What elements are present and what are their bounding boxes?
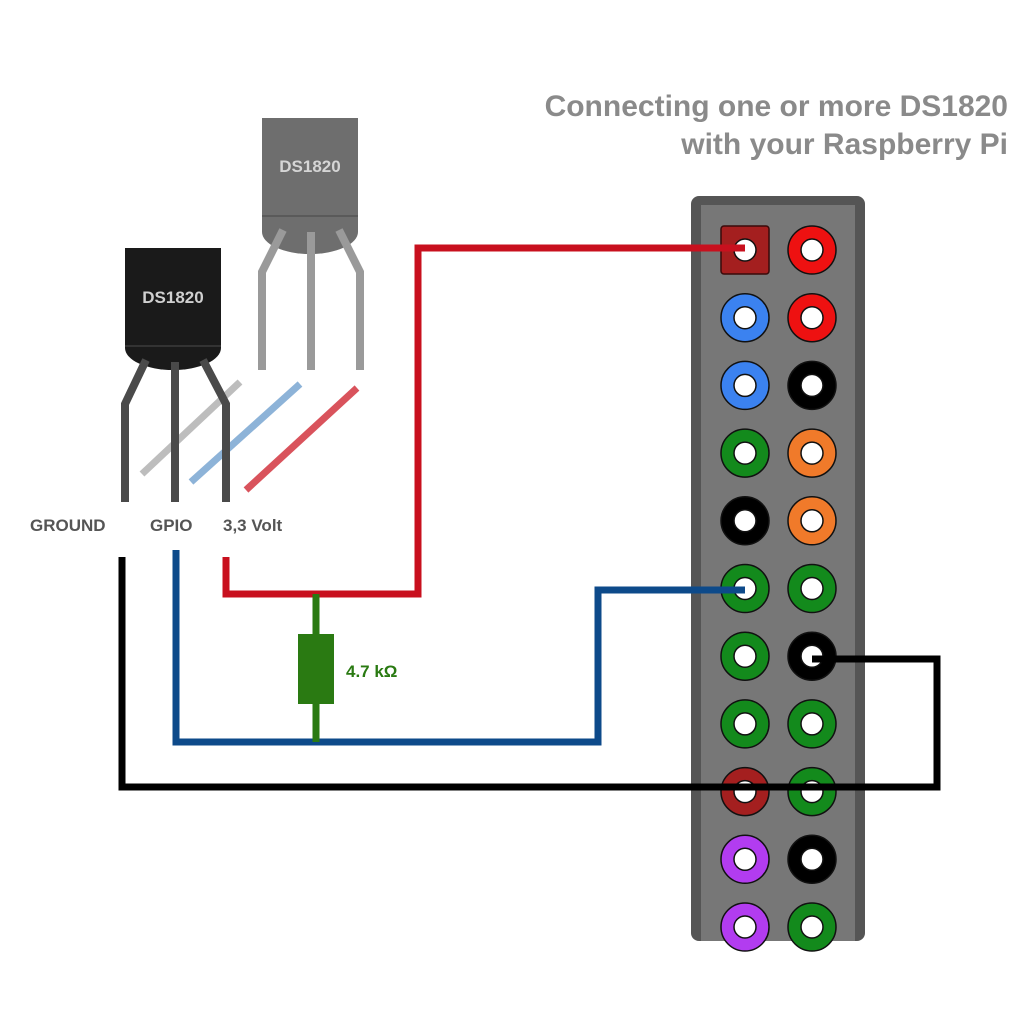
gpio-pin-hole [733,847,757,872]
power-label: 3,3 Volt [223,516,283,535]
sensor-gray-body [262,118,358,254]
gpio-pin-hole [800,712,824,736]
sensor-black-label: DS1820 [142,288,203,307]
gpio-pin-hole [800,373,824,398]
power-link-stripe [243,385,360,493]
gpio-pin-hole [800,915,824,939]
pullup-resistor [298,594,334,742]
title-line-1: Connecting one or more DS1820 [544,90,1008,123]
power-wire [222,244,745,598]
title-line-2: with your Raspberry Pi [681,128,1008,161]
resistor-value: 4.7 kΩ [346,662,398,681]
resistor-body [298,634,334,704]
gpio-pin-hole [733,915,757,939]
sensor-black: DS1820 [121,248,230,502]
sensor-gray-leg-1 [258,228,287,370]
ground-wire [118,557,941,791]
sensor-black-leg-ground [121,358,150,502]
gpio-pin-hole [733,712,757,736]
gpio-pin-hole [733,373,757,398]
page-title: Connecting one or more DS1820 with your … [545,88,1008,164]
gpio-pin-hole [800,305,824,330]
gpio-pin-hole [733,644,757,668]
sensor-gray-label: DS1820 [279,157,340,176]
sensor-black-leg-power [199,358,230,502]
data-wire [172,550,745,746]
sensor-gray-leg-3 [335,228,364,370]
gpio-pin-hole [800,509,824,533]
gpio-pin-hole [800,238,824,262]
gpio-pin-hole [800,576,824,601]
sensor-gray: DS1820 [258,118,364,370]
gpio-pin-hole [733,305,757,330]
gpio-link-stripe [188,381,303,485]
gpio-pin-hole [800,441,824,465]
gpio-pin-hole [733,509,757,533]
gpio-pin-hole [800,847,824,872]
gpio-pin-hole [733,441,757,465]
gpio-label: GPIO [150,516,193,535]
sensor-black-body [125,248,221,370]
ground-label: GROUND [30,516,106,535]
gpio-header [691,196,865,952]
